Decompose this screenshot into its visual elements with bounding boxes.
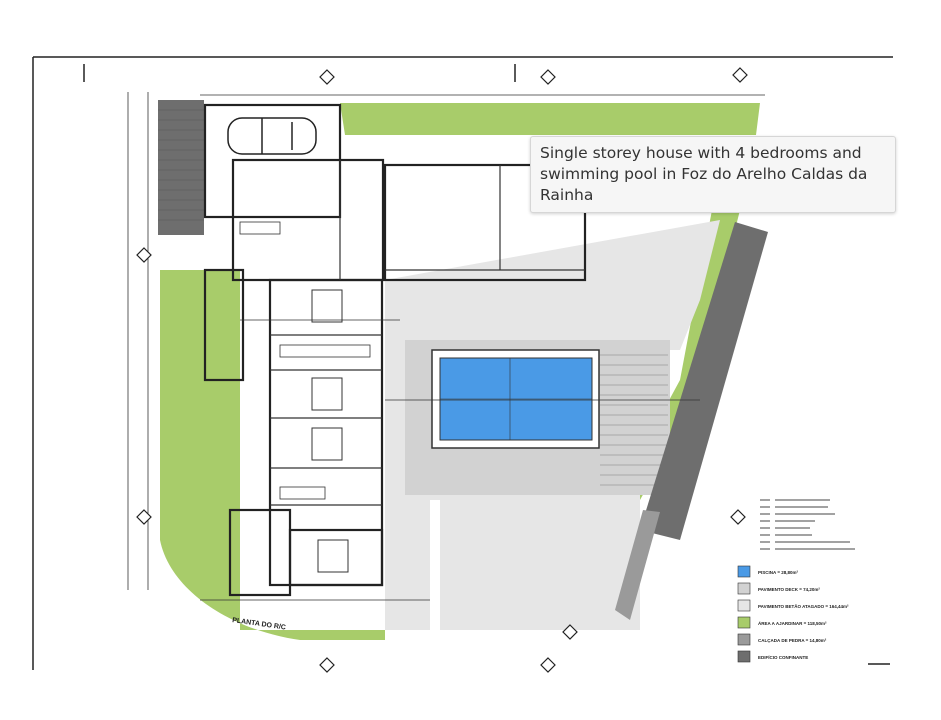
garden-area bbox=[160, 270, 385, 640]
legend-label-neighbor: EDIFÍCIO CONFINANTE bbox=[758, 653, 808, 660]
legend-label-stone_paving: PAVIMENTO BETÃO ATAGADO = 164,44m² bbox=[758, 603, 849, 609]
legend-swatch-neighbor bbox=[737, 650, 751, 663]
dimension-lines bbox=[127, 92, 765, 601]
interior-walls bbox=[270, 160, 585, 506]
stone-sidewalk bbox=[615, 510, 660, 620]
section-markers bbox=[136, 67, 748, 673]
beds bbox=[311, 289, 349, 573]
legend-notes bbox=[760, 499, 855, 550]
garden-strip-right bbox=[615, 210, 740, 500]
legend-swatch-stone_paving bbox=[737, 599, 751, 612]
legend-swatch-deck bbox=[737, 582, 751, 595]
legend-swatch-pool bbox=[737, 565, 751, 578]
car-icon bbox=[227, 117, 317, 155]
neighbor-left-strip bbox=[158, 100, 204, 235]
legend-label-deck: PAVIMENTO DECK = 74,20m² bbox=[758, 587, 820, 592]
wardrobes bbox=[239, 221, 371, 500]
legend-swatch-garden bbox=[737, 616, 751, 629]
stone-paving-lower bbox=[440, 500, 640, 630]
legend-swatch-stone_sidewalk bbox=[737, 633, 751, 646]
plan-title: PLANTA DO R/C bbox=[232, 617, 287, 631]
legend-label-pool: PISCINA = 28,80m² bbox=[758, 570, 798, 575]
image-caption-tooltip: Single storey house with 4 bedrooms and … bbox=[530, 136, 896, 213]
legend: PISCINA = 28,80m² PAVIMENTO DECK = 74,20m… bbox=[737, 499, 855, 663]
deck-hatching bbox=[600, 354, 668, 486]
legend-label-garden: ÁREA A AJARDINAR = 118,50m² bbox=[758, 620, 827, 626]
garden-strip-top bbox=[340, 103, 760, 135]
neighbor-building bbox=[640, 222, 768, 540]
legend-label-stone_sidewalk: CALÇADA DE PEDRA = 14,80m² bbox=[758, 638, 827, 643]
